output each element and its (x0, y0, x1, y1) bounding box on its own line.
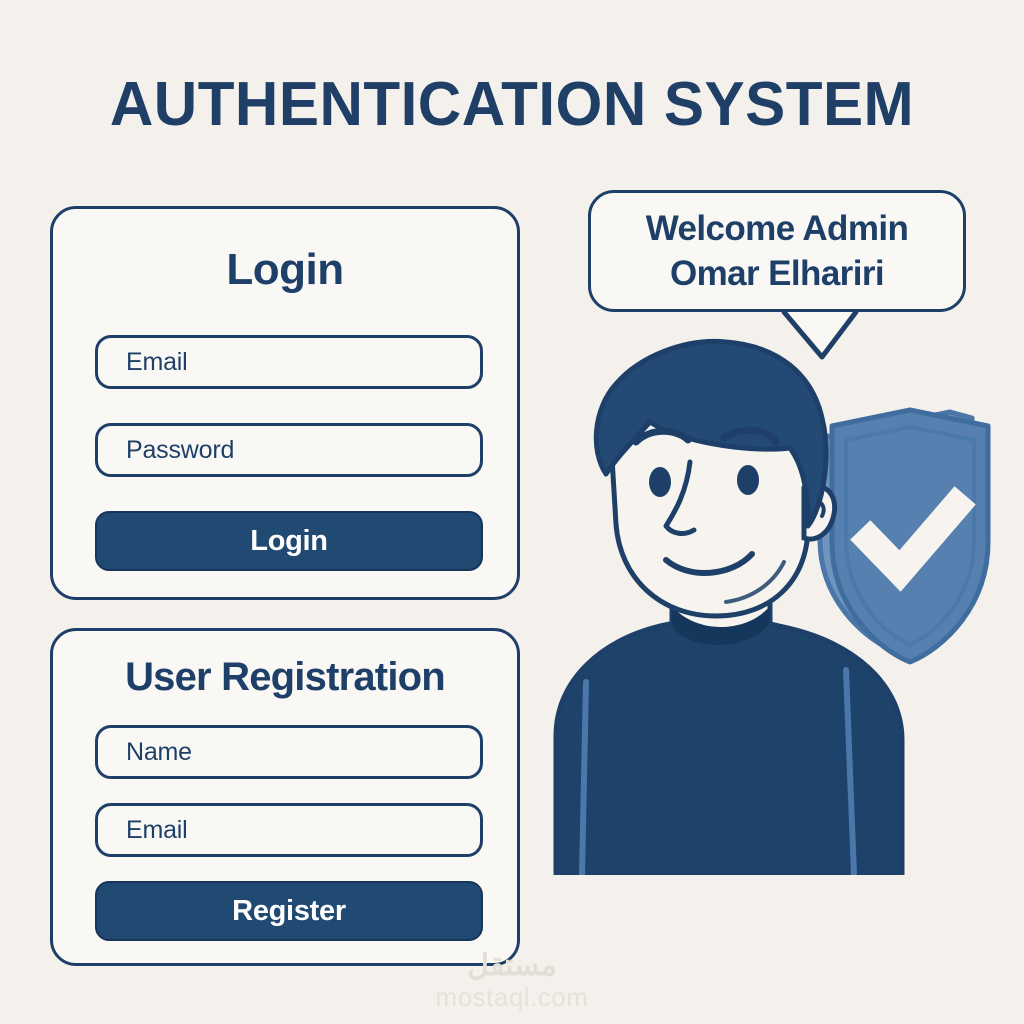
register-submit-button[interactable]: Register (95, 881, 483, 941)
register-email-input[interactable]: Email (95, 803, 483, 857)
watermark-arabic: مستقل (467, 949, 557, 982)
login-password-input[interactable]: Password (95, 423, 483, 477)
welcome-line-1: Welcome Admin (645, 209, 909, 248)
welcome-line-2: Omar Elhariri (670, 254, 885, 293)
login-card: Login Email Password Login (50, 206, 520, 600)
registration-card: User Registration Name Email Register (50, 628, 520, 966)
login-submit-button[interactable]: Login (95, 511, 483, 571)
login-card-title: Login (226, 245, 344, 294)
watermark-latin: mostaql.com (435, 982, 589, 1012)
watermark: مستقل mostaql.com (0, 949, 1024, 1013)
registration-card-title: User Registration (125, 655, 446, 699)
shield-check-icon (817, 407, 991, 665)
page-title: AUTHENTICATION SYSTEM (109, 70, 915, 139)
register-name-input[interactable]: Name (95, 725, 483, 779)
welcome-speech-bubble: Welcome Admin Omar Elhariri (588, 190, 966, 312)
login-email-input[interactable]: Email (95, 335, 483, 389)
admin-person-illustration (553, 338, 991, 875)
eye-left (649, 467, 671, 497)
eye-right (737, 465, 759, 495)
